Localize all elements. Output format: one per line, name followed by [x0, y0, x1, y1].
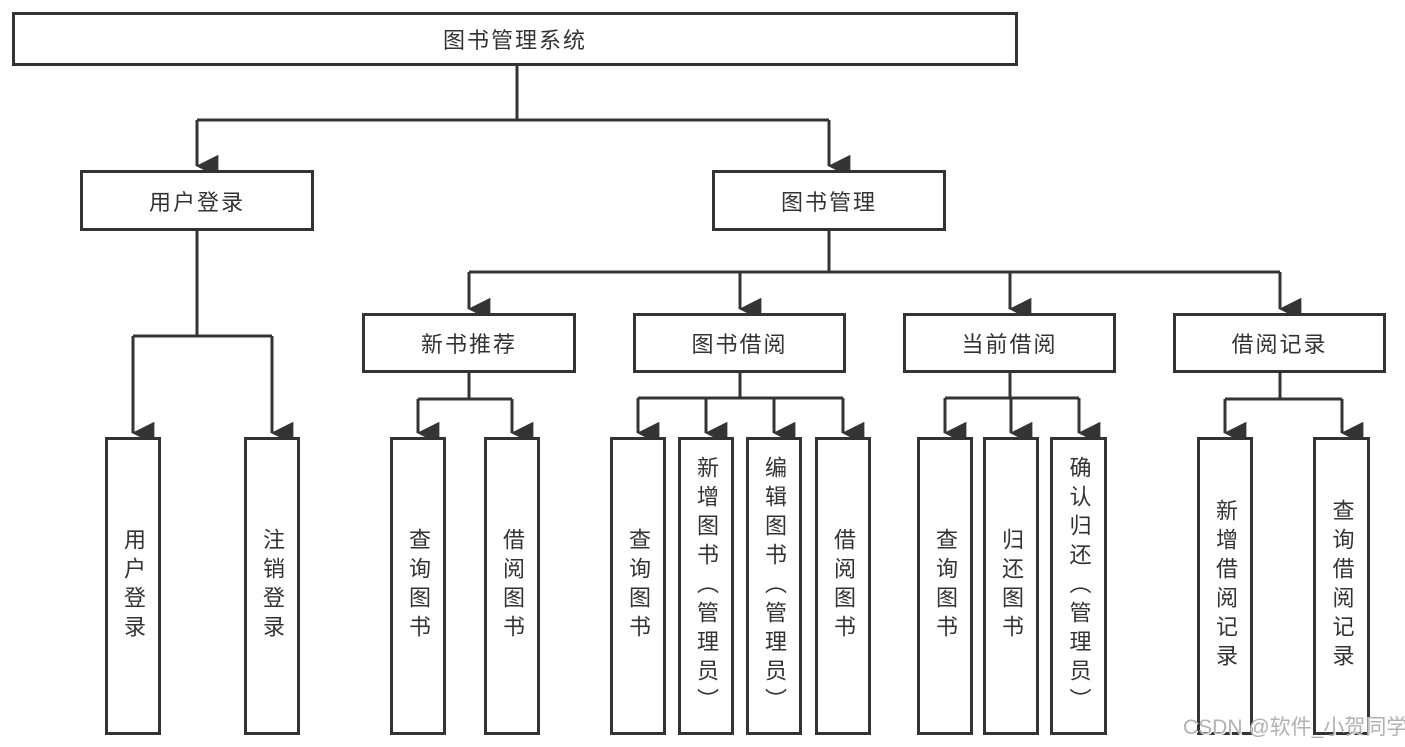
- connector-newbook-bar: [418, 373, 512, 401]
- leaf-br-query-record: 查询借阅记录: [1313, 437, 1370, 735]
- node-current-borrowing: 当前借阅: [903, 313, 1116, 373]
- csdn-watermark: CSDN @软件_小贺同学: [1183, 716, 1405, 739]
- node-label: 借阅图书: [500, 528, 525, 644]
- leaf-bb-query-book: 查询图书: [610, 437, 666, 735]
- leaf-cb-confirm-return-admin: 确认归还（管理员）: [1050, 437, 1107, 735]
- connector-borrow-bar: [638, 373, 843, 400]
- node-label: 查询图书: [626, 528, 651, 644]
- node-label: 查询图书: [406, 528, 431, 644]
- node-label: 图书管理系统: [442, 28, 587, 53]
- node-label: 查询借阅记录: [1329, 499, 1355, 673]
- leaf-bb-edit-book-admin: 编辑图书（管理员）: [746, 437, 802, 735]
- node-label: 确认归还（管理员）: [1066, 455, 1092, 717]
- leaf-nb-query-book: 查询图书: [390, 437, 446, 735]
- leaf-bb-borrow-book: 借阅图书: [815, 437, 871, 735]
- node-label: 借阅图书: [831, 528, 856, 644]
- node-label: 查询图书: [933, 528, 958, 644]
- node-user-login: 用户登录: [80, 170, 314, 231]
- leaf-logout: 注销登录: [244, 437, 300, 735]
- node-label: 编辑图书（管理员）: [762, 455, 787, 717]
- connector-userlogin-bar: [133, 231, 272, 338]
- leaf-user-login: 用户登录: [105, 437, 161, 735]
- node-label: 归还图书: [999, 528, 1024, 644]
- node-book-borrowing: 图书借阅: [633, 313, 846, 373]
- connector-current-bar: [945, 373, 1079, 400]
- node-label: 用户登录: [121, 528, 146, 644]
- leaf-bb-add-book-admin: 新增图书（管理员）: [678, 437, 734, 735]
- node-label: 新书推荐: [420, 332, 517, 357]
- node-label: 用户登录: [148, 189, 245, 215]
- node-label: 图书管理: [780, 189, 877, 215]
- leaf-nb-borrow-book: 借阅图书: [484, 437, 540, 735]
- node-label: 图书借阅: [691, 332, 788, 357]
- node-new-book-recommend: 新书推荐: [362, 313, 576, 373]
- node-root-library-system: 图书管理系统: [12, 12, 1018, 66]
- node-book-management: 图书管理: [712, 170, 946, 231]
- node-label: 当前借阅: [961, 332, 1058, 357]
- leaf-br-add-record: 新增借阅记录: [1197, 437, 1253, 735]
- node-label: 新增图书（管理员）: [694, 455, 719, 717]
- node-label: 新增借阅记录: [1213, 499, 1238, 673]
- node-borrowing-records: 借阅记录: [1173, 313, 1386, 373]
- leaf-cb-query-book: 查询图书: [917, 437, 973, 735]
- connector-bookmgmt-bar: [469, 231, 1280, 274]
- node-label: 借阅记录: [1231, 332, 1328, 357]
- connector-record-bar: [1225, 373, 1342, 401]
- node-label: 注销登录: [260, 528, 285, 644]
- connector-root-bar: [197, 66, 829, 122]
- leaf-cb-return-book: 归还图书: [983, 437, 1039, 735]
